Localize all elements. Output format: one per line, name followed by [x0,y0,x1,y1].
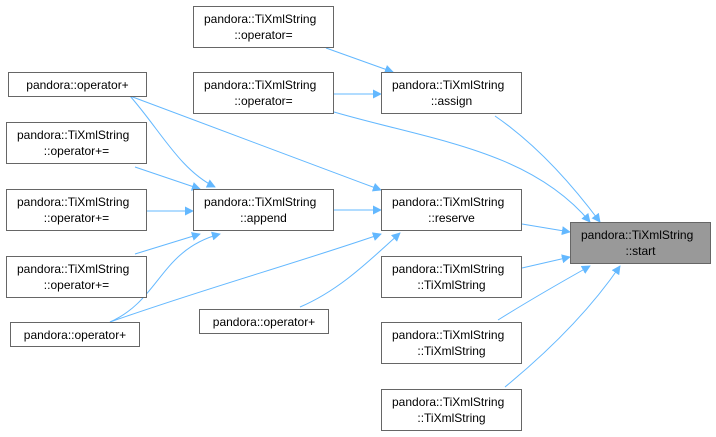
node-op-pluseq-1[interactable]: pandora::TiXmlString ::operator+= [6,122,147,164]
edge-op-plus-mid-to-reserve [299,232,401,308]
node-assign[interactable]: pandora::TiXmlString ::assign [381,72,522,114]
node-label: pandora::TiXmlString [392,262,505,276]
node-label: ::TiXmlString [417,278,486,292]
node-label: pandora::TiXmlString [204,78,317,92]
node-label: ::assign [430,94,473,108]
node-label: ::TiXmlString [417,411,486,425]
node-label: pandora::TiXmlString [581,228,694,242]
node-label: ::TiXmlString [417,344,486,358]
node-label: pandora::operator+ [212,314,316,329]
node-label: pandora::TiXmlString [17,128,130,142]
node-ctor-2[interactable]: pandora::TiXmlString ::TiXmlString [381,322,522,364]
edge-ctor2-to-start [497,265,591,321]
node-label: ::operator= [234,94,293,108]
node-op-eq-mid[interactable]: pandora::TiXmlString ::operator= [193,72,334,114]
edge-pluseq3-to-append [134,232,201,255]
node-label: pandora::TiXmlString [392,395,505,409]
node-label: ::start [625,244,656,258]
edge-reserve-to-start [521,223,571,236]
node-op-eq-top[interactable]: pandora::TiXmlString ::operator= [193,6,334,48]
node-ctor-1[interactable]: pandora::TiXmlString ::TiXmlString [381,256,522,298]
edge-ctor1-to-start [521,254,571,269]
edge-assign-to-start [494,115,601,223]
node-op-plus-top[interactable]: pandora::operator+ [8,72,147,97]
node-label: pandora::TiXmlString [17,262,130,276]
edge-op-plus-bottom-to-append [109,231,221,323]
node-label: ::reserve [428,211,475,225]
edge-ctor3-to-start [504,265,621,388]
node-label: pandora::TiXmlString [17,195,130,209]
node-label: ::operator= [234,28,293,42]
node-start: pandora::TiXmlString ::start [570,222,711,264]
node-label: pandora::TiXmlString [204,195,317,209]
edge-op-eq-mid-to-start [333,111,591,223]
node-label: pandora::operator+ [23,327,127,342]
node-reserve[interactable]: pandora::TiXmlString ::reserve [381,189,522,231]
edge-pluseq1-to-append [134,166,201,191]
node-op-pluseq-3[interactable]: pandora::TiXmlString ::operator+= [6,256,147,298]
node-label: pandora::TiXmlString [392,195,505,209]
node-op-plus-bottom[interactable]: pandora::operator+ [10,322,140,347]
node-label: ::operator+= [43,278,110,292]
node-label: pandora::TiXmlString [392,78,505,92]
edge-op-plus-bottom-to-reserve [109,232,382,323]
node-ctor-3[interactable]: pandora::TiXmlString ::TiXmlString [381,389,522,431]
edge-op-eq-top-to-assign [325,47,394,74]
node-op-plus-mid[interactable]: pandora::operator+ [199,309,329,334]
edge-op-plus-top-to-reserve [129,95,382,192]
node-label: ::operator+= [43,211,110,225]
edge-op-plus-top-to-append [129,95,216,188]
node-label: pandora::operator+ [26,77,129,92]
node-label: pandora::TiXmlString [392,328,505,342]
node-label: pandora::TiXmlString [204,12,317,26]
node-label: ::operator+= [43,144,110,158]
node-op-pluseq-2[interactable]: pandora::TiXmlString ::operator+= [6,189,147,231]
node-label: ::append [240,211,287,225]
node-append[interactable]: pandora::TiXmlString ::append [193,189,334,231]
